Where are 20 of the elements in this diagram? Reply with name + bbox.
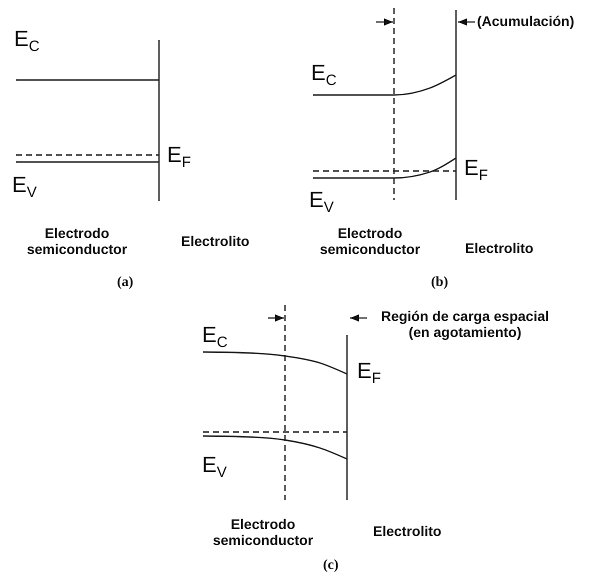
- electrode-label: Electrodo semiconductor: [26, 225, 128, 258]
- electrode-label: Electrodo semiconductor: [212, 516, 314, 548]
- panel-letter: (a): [117, 275, 134, 292]
- electrolyte-label: Electrolito: [181, 233, 250, 250]
- band-symbol: E$_{V}$: [309, 187, 334, 216]
- band-symbol: E$_{F}$: [464, 155, 488, 184]
- electrolyte-label: Electrolito: [373, 523, 442, 540]
- region-label: Región de carga espacial (en agotamiento): [380, 308, 550, 340]
- electrolyte-label: Electrolito: [465, 240, 534, 256]
- panel-letter: (b): [431, 275, 448, 292]
- band-symbol: E$_{C}$: [311, 60, 337, 90]
- band-symbol: E$_{V}$: [12, 172, 37, 202]
- band-symbol: E$_{C}$: [202, 322, 228, 352]
- band-symbol: E$_{C}$: [14, 26, 40, 56]
- panel-letter: (c): [323, 558, 339, 574]
- region-label: (Acumulación): [477, 13, 574, 30]
- band-symbol: E$_{V}$: [202, 452, 227, 482]
- band-symbol: E$_{F}$: [167, 142, 191, 172]
- electrode-label: Electrodo semiconductor: [318, 225, 422, 258]
- band-symbol: E$_{F}$: [357, 358, 381, 388]
